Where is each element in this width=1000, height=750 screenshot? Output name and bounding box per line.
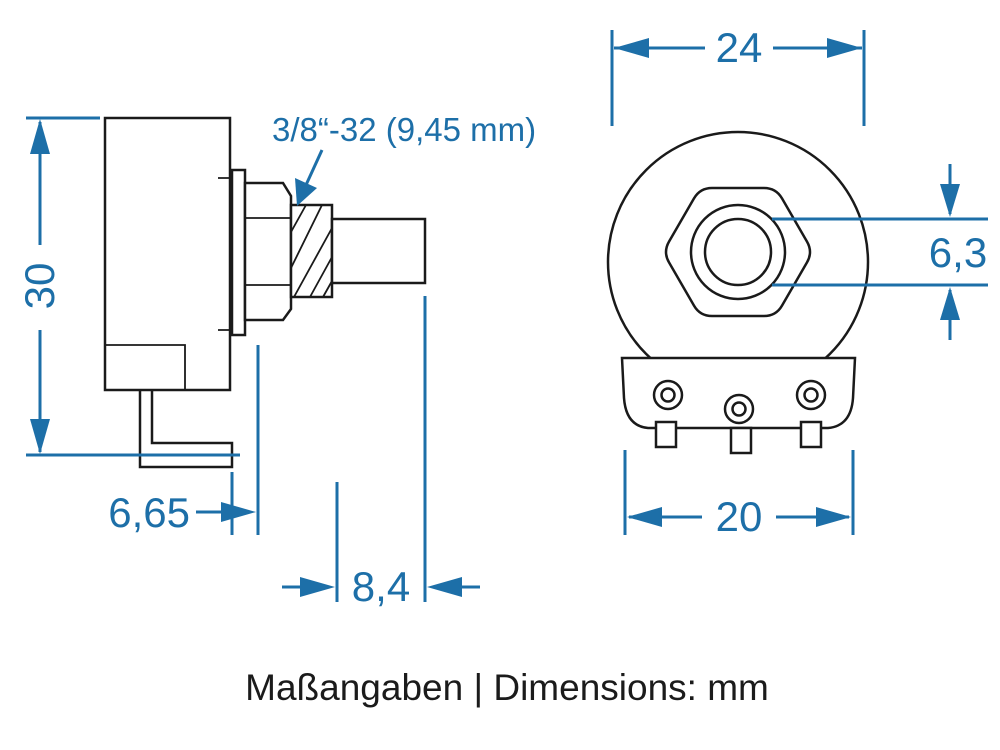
extension-lines-20	[623, 450, 855, 535]
dimension-label-63: 6,3	[929, 229, 987, 276]
arrow-left-icon	[614, 38, 649, 58]
terminal-notch-left	[654, 420, 678, 449]
dimension-label-84: 8,4	[352, 563, 410, 610]
extension-lines-84	[335, 296, 427, 602]
arrow-right-icon	[300, 577, 335, 597]
arrow-right-icon	[221, 502, 256, 522]
dimension-bore-63: 6,3	[772, 164, 988, 340]
washer-side	[230, 168, 247, 337]
dimension-label-665: 6,65	[108, 489, 190, 536]
bushing-circle	[689, 203, 787, 301]
dimension-label-20: 20	[716, 493, 763, 540]
side-view	[103, 116, 427, 469]
thread-callout: 3/8“-32 (9,45 mm)	[272, 111, 536, 206]
thread-spec-label: 3/8“-32 (9,45 mm)	[272, 111, 536, 148]
dimension-bushing-665: 6,65	[108, 345, 260, 536]
terminal-hole-center	[723, 393, 755, 425]
hex-nut-facets	[245, 217, 291, 286]
extension-lines-24	[610, 30, 866, 126]
arrow-down-icon	[940, 184, 960, 217]
terminal-hole-left	[652, 379, 684, 411]
arrow-right-icon	[827, 38, 862, 58]
thread-hatching	[290, 204, 333, 298]
thread-arrow-icon	[295, 178, 317, 206]
dimension-diameter-24: 24	[610, 24, 866, 126]
arrow-down-icon	[30, 419, 50, 454]
hex-nut-side	[243, 181, 293, 322]
extension-lines-30	[26, 116, 240, 457]
body-step-line	[105, 344, 186, 390]
dimension-width-20: 20	[623, 450, 855, 540]
front-view	[606, 130, 870, 455]
shaft-bore-circle	[703, 217, 773, 287]
terminal-notch-right	[799, 420, 823, 449]
potentiometer-body-side	[103, 116, 232, 392]
terminal-notch-center	[729, 426, 753, 455]
hex-nut-front	[664, 186, 812, 318]
thread-leader-line	[304, 149, 324, 186]
dimension-height-30: 30	[16, 116, 240, 457]
arrow-right-icon	[816, 507, 851, 527]
terminal-hole-right	[795, 379, 827, 411]
terminal-block	[620, 356, 857, 430]
arrow-left-icon	[427, 577, 462, 597]
arrow-left-icon	[627, 507, 662, 527]
dimension-shaft-84: 8,4	[282, 296, 480, 610]
shaft-side	[330, 217, 427, 285]
arrow-up-icon	[940, 287, 960, 320]
arrow-up-icon	[30, 119, 50, 154]
extension-lines-63	[772, 217, 988, 287]
dimension-label-30: 30	[16, 263, 63, 310]
threaded-bushing	[289, 203, 334, 299]
dimension-label-24: 24	[716, 24, 763, 71]
units-caption: Maßangaben | Dimensions: mm	[245, 667, 769, 708]
extension-lines-665	[230, 345, 260, 535]
